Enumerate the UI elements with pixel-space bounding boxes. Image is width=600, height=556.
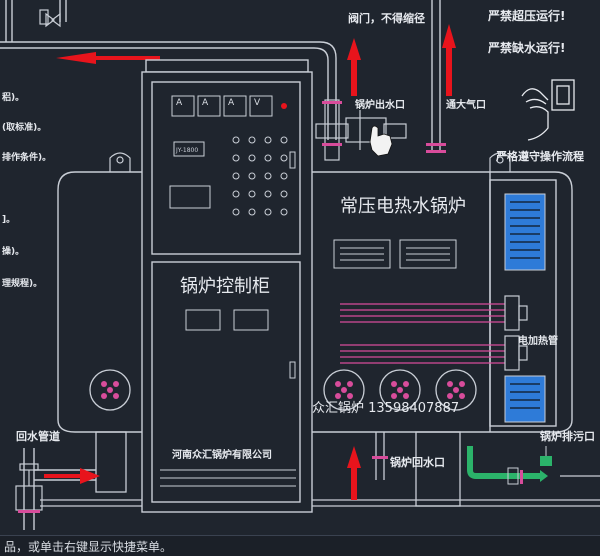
drain-pipe [467, 446, 600, 485]
outlet-flanges [322, 101, 446, 153]
outlet-valve [315, 99, 407, 161]
return-valve [15, 463, 43, 511]
svg-text:A: A [228, 98, 235, 108]
heater-terminals [504, 295, 528, 371]
heater-flanges [89, 369, 477, 411]
left-notes: 稆)。 (取标准)。 排作条件)。 ]。 操)。 理规程)。 [2, 91, 51, 289]
cabinet-handles [289, 151, 296, 379]
drain-label: 锅炉排污口 [540, 429, 595, 443]
heater-flange-holes [101, 381, 465, 399]
vent-arrow [442, 24, 456, 96]
return-valve-flange [18, 510, 40, 513]
vent-label: 通大气口 [446, 98, 486, 111]
hand-warning-icon [521, 79, 575, 141]
return-outlet-label: 锅炉回水口 [390, 455, 445, 469]
svg-text:V: V [254, 98, 261, 108]
lifting-lugs [109, 152, 511, 172]
brand-phone: 众汇锅炉 13598407887 [312, 400, 459, 416]
diagram-labels: 阀门，不得缩径 锅炉出水口 通大气口 严禁超压运行! 严禁缺水运行! 严格遵守操… [16, 8, 595, 469]
power-indicator [281, 103, 287, 109]
heater-panels [504, 193, 546, 423]
vent-pipe [431, 0, 441, 150]
cabinet-vents [160, 469, 296, 487]
svg-text:稆)。: 稆)。 [2, 91, 24, 103]
boiler-title: 常压电热水锅炉 [340, 196, 466, 217]
procedure-label: 严格遵守操作流程 [495, 149, 584, 163]
svg-text:操)。: 操)。 [2, 245, 24, 257]
control-cabinet [141, 59, 313, 513]
svg-text:A: A [176, 98, 183, 108]
return-outlet-flange [372, 456, 388, 459]
valve-note: 阀门，不得缩径 [348, 11, 425, 25]
boiler-base [40, 431, 600, 507]
return-inlet-arrow [44, 468, 100, 484]
svg-text:排作条件)。: 排作条件)。 [2, 151, 51, 163]
return-pipe-label: 回水管道 [16, 429, 60, 443]
meter-labels: A A A V [176, 98, 261, 108]
cabinet-meters [171, 95, 273, 117]
top-left-pipe [0, 0, 337, 140]
outlet-label: 锅炉出水口 [355, 98, 405, 111]
hand-cursor-icon [369, 125, 393, 157]
top-left-valve [39, 9, 61, 28]
panel-keypad [169, 185, 211, 209]
panel-display-text: JY-1800 [175, 147, 198, 154]
cabinet-plates [185, 309, 269, 331]
status-text: 品，或单击右键显示快捷菜单。 [4, 540, 173, 554]
outlet-arrow [347, 38, 361, 96]
boiler-tank [57, 171, 573, 433]
cabinet-title: 锅炉控制柜 [180, 276, 270, 297]
return-outlet-arrow [347, 446, 361, 500]
svg-text:]。: ]。 [2, 215, 15, 225]
heating-tubes [340, 303, 505, 364]
command-line-status: 品，或单击右键显示快捷菜单。 [0, 535, 600, 556]
heater-label: 电加热管 [518, 334, 558, 347]
svg-text:理规程)。: 理规程)。 [2, 277, 42, 289]
boiler-nameplates [333, 239, 457, 269]
indicator-lamps [232, 136, 288, 216]
boiler-schematic: A A A V JY-1800 稆)。 (取标准)。 排作条件)。 ]。 操)。… [0, 0, 600, 530]
return-pipe [23, 448, 96, 530]
company-name: 河南众汇锅炉有限公司 [172, 448, 272, 461]
panel-display [173, 141, 205, 157]
svg-text:(取标准)。: (取标准)。 [2, 121, 46, 133]
drain-flange [520, 470, 523, 484]
warning-overpressure: 严禁超压运行! [487, 8, 565, 23]
svg-text:A: A [202, 98, 209, 108]
top-flow-arrow [56, 52, 160, 64]
warning-water-shortage: 严禁缺水运行! [487, 40, 565, 55]
